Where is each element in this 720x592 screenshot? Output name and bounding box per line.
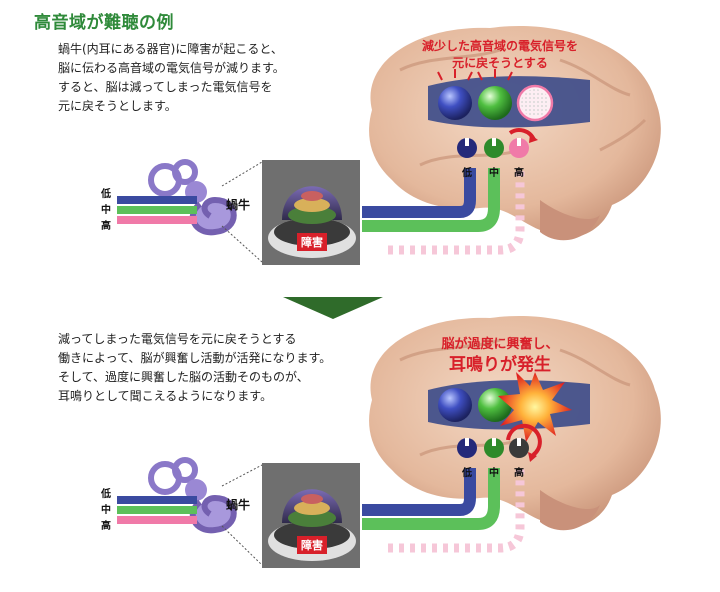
high-signal-path: [388, 168, 525, 255]
knob-label-mid: 中: [489, 168, 499, 179]
callout-line: 減少した高音域の電気信号を: [421, 39, 578, 53]
freq-label-high: 高: [101, 521, 111, 532]
freq-label-mid: 中: [101, 505, 111, 516]
down-arrow-icon: [283, 297, 383, 319]
high-frequency-stripe: [117, 516, 197, 524]
freq-label-high: 高: [101, 221, 111, 232]
low-signal-ball: [438, 86, 472, 120]
low-frequency-stripe: [117, 196, 197, 204]
paragraph-line: 元に戻そうとします。: [58, 99, 177, 113]
low-frequency-stripe: [117, 496, 197, 504]
callout-line: 耳鳴りが発生: [449, 355, 551, 375]
high-signal-path: [388, 468, 525, 553]
cochlea-label: 蝸牛: [226, 498, 251, 512]
mid-frequency-stripe: [117, 206, 197, 214]
knob-label-low: 低: [462, 168, 472, 179]
explosion-icon: [498, 372, 572, 442]
mid-signal-path: [362, 168, 500, 232]
paragraph-line: 蝸牛(内耳にある器官)に障害が起こると、: [58, 42, 283, 56]
freq-label-low: 低: [101, 189, 111, 200]
callout-2: 脳が過度に興奮し、 耳鳴りが発生: [400, 336, 600, 376]
mid-frequency-stripe: [117, 506, 197, 514]
low-signal-path: [362, 168, 476, 218]
paragraph-line: 働きによって、脳が興奮し活動が活発になります。: [58, 351, 332, 365]
damage-label: 障害: [297, 233, 327, 251]
explanation-paragraph-2: 減ってしまった電気信号を元に戻そうとする 働きによって、脳が興奮し活動が活発にな…: [58, 330, 331, 406]
explanation-paragraph-1: 蝸牛(内耳にある器官)に障害が起こると、 脳に伝わる高音域の電気信号が減ります。…: [58, 40, 285, 116]
paragraph-line: 減ってしまった電気信号を元に戻そうとする: [58, 332, 297, 346]
mid-signal-path: [362, 468, 500, 530]
paragraph-line: 耳鳴りとして聞こえるようになります。: [58, 389, 273, 403]
callout-1: 減少した高音域の電気信号を 元に戻そうとする: [388, 38, 612, 72]
knob-label-high: 高: [514, 168, 524, 179]
callout-line: 元に戻そうとする: [452, 56, 548, 70]
knob-label-low: 低: [462, 468, 472, 479]
low-signal-path: [362, 468, 476, 516]
damage-label: 障害: [297, 536, 327, 554]
mid-signal-ball: [478, 86, 512, 120]
mid-signal-ball: [478, 388, 512, 422]
knob-label-mid: 中: [489, 468, 499, 479]
knob-icon: [457, 423, 542, 462]
freq-label-low: 低: [101, 489, 111, 500]
knob-label-high: 高: [514, 468, 524, 479]
page-title: 高音域が難聴の例: [34, 13, 174, 33]
callout-line: 脳が過度に興奮し、: [441, 337, 559, 352]
freq-label-mid: 中: [101, 205, 111, 216]
paragraph-line: すると、脳は減ってしまった電気信号を: [58, 80, 273, 94]
panel-2: [117, 315, 661, 568]
high-frequency-stripe: [117, 216, 197, 224]
low-signal-ball: [438, 388, 472, 422]
paragraph-line: そして、過度に興奮した脳の活動そのものが、: [58, 370, 309, 384]
knob-icon: [457, 128, 538, 158]
paragraph-line: 脳に伝わる高音域の電気信号が減ります。: [58, 61, 285, 75]
cochlea-label: 蝸牛: [226, 198, 251, 212]
